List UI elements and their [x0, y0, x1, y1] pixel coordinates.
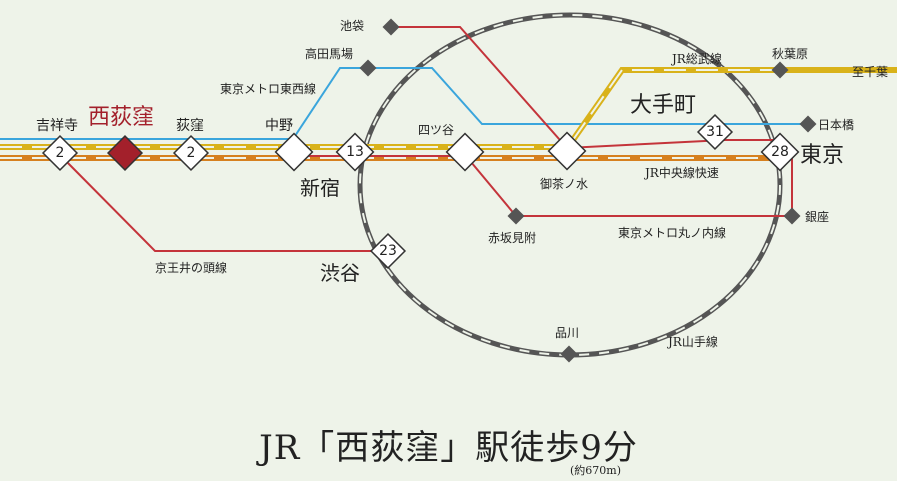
label-akasaka-mitsuke: 赤坂見附 — [488, 231, 536, 245]
station-marker-ginza — [783, 207, 801, 225]
label-tokyo: 東京 — [800, 143, 844, 168]
station-marker-nakano — [274, 132, 314, 172]
minutes-kichijoji: 2 — [56, 145, 65, 161]
station-marker-akihabara — [771, 61, 789, 79]
station-marker-ochanomizu — [547, 131, 587, 171]
station-marker-ikebukuro — [382, 18, 400, 36]
minutes-shibuya: 23 — [379, 243, 397, 259]
station-marker-akasaka-mitsuke — [507, 207, 525, 225]
label-ikebukuro: 池袋 — [340, 19, 364, 33]
station-labels: 吉祥寺 西荻窪 荻窪 中野 新宿 四ツ谷 御茶ノ水 大手町 東京 渋谷 池袋 高… — [36, 19, 888, 340]
major-stations: 2 2 13 31 28 23 — [41, 113, 800, 270]
label-kichijoji: 吉祥寺 — [36, 118, 78, 134]
label-nakano: 中野 — [265, 118, 293, 134]
caption-title: JR「西荻窪」駅徒歩9分 — [259, 428, 638, 468]
label-inokashira-line: 京王井の頭線 — [155, 260, 227, 275]
minutes-ogikubo: 2 — [187, 145, 196, 161]
label-akihabara: 秋葉原 — [772, 47, 808, 61]
label-marunouchi-line: 東京メトロ丸ノ内線 — [618, 225, 726, 240]
line-labels: JR総武線 東京メトロ東西線 JR中央線快速 東京メトロ丸ノ内線 京王井の頭線 … — [155, 51, 726, 349]
sobu-line — [0, 67, 897, 150]
station-marker-kichijoji — [41, 134, 79, 172]
label-ginza: 銀座 — [805, 209, 829, 224]
label-tozai-line: 東京メトロ東西線 — [220, 81, 316, 96]
minutes-otemachi: 31 — [706, 124, 724, 140]
label-yamanote-line: JR山手線 — [666, 334, 718, 349]
station-marker-shibuya — [369, 232, 407, 270]
label-ochanomizu: 御茶ノ水 — [540, 176, 588, 191]
tozai-line — [0, 67, 808, 140]
minutes-shinjuku: 13 — [346, 144, 364, 160]
minutes-tokyo: 28 — [771, 144, 789, 160]
station-marker-shinjuku — [335, 132, 375, 172]
station-marker-nishiogikubo — [106, 134, 144, 172]
label-takadanobaba: 高田馬場 — [305, 46, 353, 61]
station-marker-yotsuya — [445, 132, 485, 172]
station-marker-takadanobaba — [359, 59, 377, 77]
inokashira-line — [59, 154, 388, 252]
label-shinagawa: 品川 — [555, 326, 579, 340]
label-shibuya: 渋谷 — [320, 261, 360, 285]
label-nishiogikubo: 西荻窪 — [88, 105, 154, 130]
label-nihonbashi: 日本橋 — [818, 118, 854, 132]
station-marker-ogikubo — [172, 134, 210, 172]
label-sobu-line: JR総武線 — [670, 51, 722, 66]
caption-note: (約670m) — [570, 464, 622, 477]
label-chuo-rapid-line: JR中央線快速 — [643, 165, 719, 180]
label-ogikubo: 荻窪 — [176, 117, 204, 134]
small-stations — [359, 18, 817, 363]
label-yotsuya: 四ツ谷 — [418, 123, 454, 137]
station-marker-nihonbashi — [799, 115, 817, 133]
label-otemachi: 大手町 — [630, 93, 696, 118]
label-shinjuku: 新宿 — [300, 176, 340, 200]
station-marker-otemachi — [696, 113, 734, 151]
station-marker-shinagawa — [560, 345, 578, 363]
station-marker-tokyo — [760, 132, 800, 172]
label-chiba: 至千葉 — [852, 65, 888, 79]
